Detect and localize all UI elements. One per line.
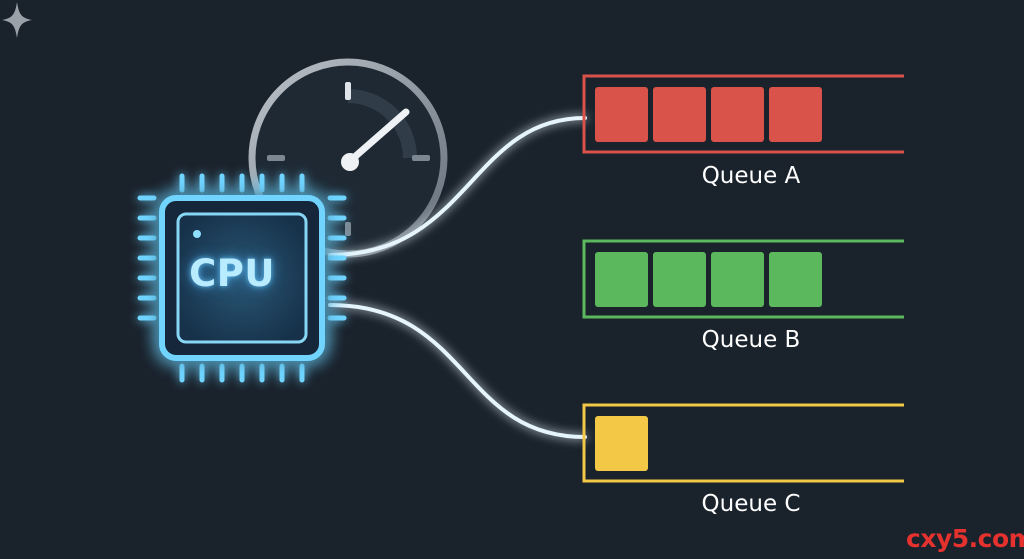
queue-item: [653, 87, 706, 142]
queue-item: [653, 252, 706, 307]
queue-c: [582, 403, 904, 483]
queue-item: [595, 416, 648, 471]
connector-lines: [328, 116, 587, 439]
queue-a: [582, 74, 904, 154]
queue-c-label: Queue C: [701, 491, 801, 517]
sparkle-icon: [2, 2, 32, 38]
queue-b-label: Queue B: [701, 327, 801, 353]
queue-a-label: Queue A: [701, 163, 801, 189]
queue-item: [769, 252, 822, 307]
queue-item: [711, 252, 764, 307]
queue-item: [595, 252, 648, 307]
queue-item: [595, 87, 648, 142]
queue-b: [582, 239, 904, 319]
queue-a-border: [582, 74, 904, 154]
queue-item: [769, 87, 822, 142]
watermark-text: cxy5.com: [906, 524, 1024, 553]
cpu-chip-icon: [137, 173, 347, 383]
connector-to-queue-c: [328, 303, 587, 439]
queue-c-border: [582, 403, 904, 483]
queue-b-border: [582, 239, 904, 319]
connector-to-queue-a: [328, 116, 587, 257]
queue-item: [711, 87, 764, 142]
cpu-label: CPU: [189, 252, 275, 295]
